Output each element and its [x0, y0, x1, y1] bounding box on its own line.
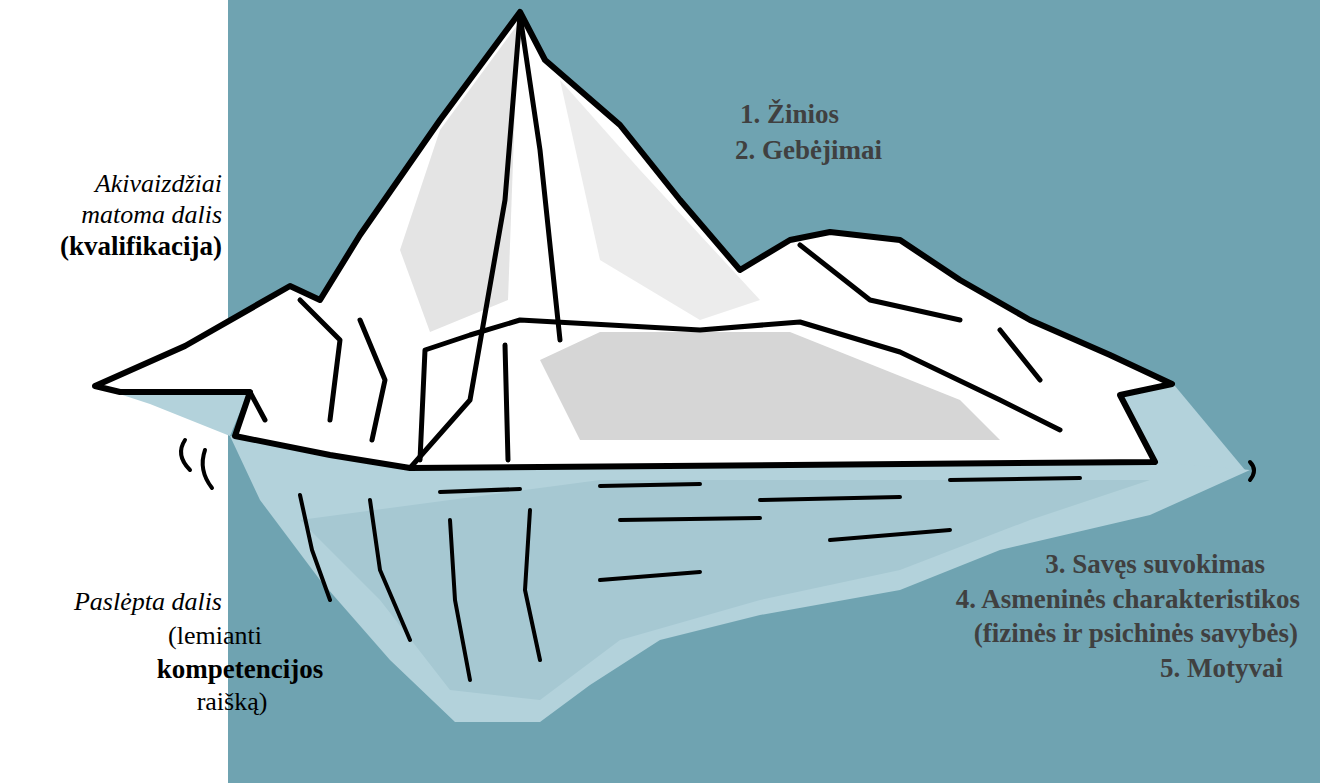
ice-crack — [360, 320, 385, 440]
part-label: (kvalifikacija) — [60, 230, 222, 262]
callout-number: 4. Asmeninės charakteristikos — [956, 583, 1300, 615]
ice-shade — [540, 332, 1000, 440]
part-note: kompetencijos — [157, 653, 323, 685]
callout-number: 1. Žinios — [740, 98, 839, 130]
callout-number: 5. Motyvai — [1160, 652, 1283, 684]
part-label: Akivaizdžiai matoma dalis — [72, 168, 222, 230]
water-stroke — [600, 572, 700, 580]
ice-shade — [560, 80, 760, 320]
water-stroke — [450, 520, 470, 680]
ice-crack — [250, 392, 265, 420]
ripple — [181, 440, 190, 470]
water-stroke — [950, 478, 1080, 480]
water-stroke — [440, 489, 520, 492]
ripple — [1250, 462, 1254, 480]
water-stroke — [600, 484, 700, 486]
ice-crack — [420, 320, 1060, 460]
part-label: Paslėpta dalis — [74, 586, 222, 617]
ice-shade — [400, 24, 518, 332]
part-note: (lemianti — [168, 620, 262, 651]
ripple — [203, 450, 212, 488]
water-stroke — [620, 518, 760, 520]
water-stroke — [525, 510, 540, 660]
water-stroke — [760, 497, 900, 500]
ice-crack — [1000, 330, 1040, 380]
ice-crack — [410, 15, 520, 468]
water-stroke — [830, 530, 950, 540]
ice-crack — [505, 345, 508, 460]
water-stroke — [370, 500, 410, 640]
ice-crack — [520, 15, 560, 340]
iceberg-top — [95, 12, 1172, 468]
callout-number: 2. Gebėjimai — [735, 134, 882, 166]
part-note: raišką) — [197, 686, 268, 717]
ice-crack — [300, 300, 340, 420]
iceberg-outline — [95, 12, 1172, 468]
ice-crack — [800, 245, 960, 320]
part-note: (fizinės ir psichinės savybės) — [974, 617, 1298, 649]
callout-number: 3. Savęs suvokimas — [1045, 548, 1265, 580]
ice-cracks — [250, 15, 1060, 468]
water-stroke — [300, 495, 330, 600]
